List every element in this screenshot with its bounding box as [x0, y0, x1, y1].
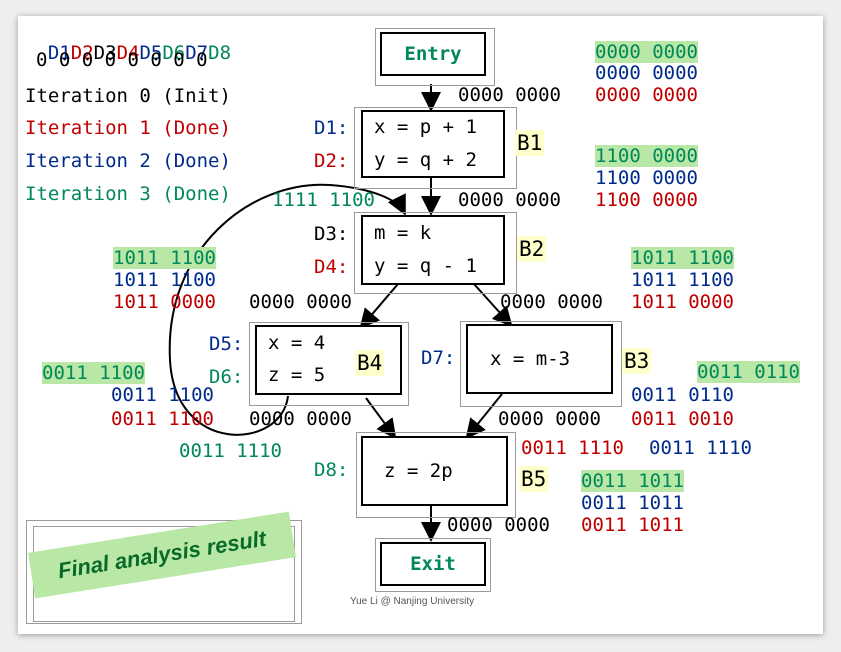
- b3-out-blue: 0011 0110: [631, 384, 734, 406]
- legend-iteration-1: Iteration 1 (Done): [25, 117, 231, 139]
- bit-header: D1D2D3D4D5D6D7D8: [25, 20, 231, 64]
- b1-out-red: 1100 0000: [595, 189, 698, 211]
- b2-out-left-blue: 1011 1100: [113, 269, 216, 291]
- entry-label: Entry: [404, 43, 462, 65]
- b1-label: B1: [515, 130, 545, 156]
- b2-frame: [354, 212, 517, 294]
- b3-line1: x = m-3: [490, 348, 571, 370]
- b1-line2: y = q + 2: [374, 149, 477, 171]
- b5-frame: [356, 432, 516, 518]
- b5-out-blue: 0011 1011: [581, 492, 684, 514]
- bit-zeros: 0 0 0 0 0 0 0 0: [36, 49, 208, 71]
- b2-line1: m = k: [374, 222, 432, 244]
- b4-def-d5: D5:: [209, 333, 244, 355]
- bit-d5: D5: [139, 42, 163, 64]
- b3-out-red: 0011 0010: [631, 408, 734, 430]
- bit-d7: D7: [185, 42, 209, 64]
- b4-label: B4: [355, 350, 385, 376]
- block-b5: [361, 436, 508, 506]
- b5-out-red: 0011 1011: [581, 514, 684, 536]
- b2-def-d3: D3:: [314, 223, 349, 245]
- bit-d2: D2: [70, 42, 94, 64]
- b3-out-black: 0000 0000: [498, 408, 601, 430]
- b4-out-red: 0011 1100: [111, 408, 214, 430]
- legend-iteration-0: Iteration 0 (Init): [25, 85, 231, 107]
- b5-in-red: 0011 1110: [521, 437, 624, 459]
- bit-d4: D4: [116, 42, 140, 64]
- bit-d1: D1: [47, 42, 71, 64]
- entry-node: Entry: [380, 32, 486, 76]
- entry-out-red: 0000 0000: [595, 84, 698, 106]
- b1-out-blue: 1100 0000: [595, 167, 698, 189]
- b5-in-blue: 0011 1110: [649, 437, 752, 459]
- final-label-frame-outer: [26, 520, 302, 624]
- bit-d6: D6: [162, 42, 186, 64]
- b3-frame: [460, 321, 622, 407]
- b2-out-right-red: 1011 0000: [631, 291, 734, 313]
- bit-d8: D8: [208, 42, 232, 64]
- exit-node: Exit: [380, 542, 486, 586]
- block-b1: [361, 110, 505, 178]
- exit-in-black: 0000 0000: [447, 514, 550, 536]
- b4-out-green2: 0011 1110: [179, 440, 282, 462]
- b2-out-left-green: 1011 1100: [113, 247, 216, 269]
- arrow-b2-b4: [359, 283, 399, 330]
- legend-iteration-3: Iteration 3 (Done): [25, 183, 231, 205]
- b2-line2: y = q - 1: [374, 255, 477, 277]
- b4-def-d6: D6:: [209, 366, 244, 388]
- b4-frame: [249, 322, 409, 406]
- b3-def-d7: D7:: [421, 347, 456, 369]
- b3-label: B3: [622, 348, 652, 374]
- b1-out-green: 1100 0000: [595, 145, 698, 167]
- footer-credit: Yue Li @ Nanjing University: [350, 596, 475, 607]
- b2-def-d4: D4:: [314, 256, 349, 278]
- b2-out-right-black: 0000 0000: [500, 291, 603, 313]
- b4-line1: x = 4: [268, 332, 326, 354]
- b2-label: B2: [517, 236, 547, 262]
- b2-out-right-green: 1011 1100: [631, 247, 734, 269]
- entry-frame: [375, 28, 495, 86]
- entry-out-black: 0000 0000: [458, 84, 561, 106]
- arrow-b3-b5: [465, 393, 503, 440]
- b1-def-d1: D1:: [314, 117, 349, 139]
- block-b2: [361, 215, 505, 285]
- b5-def-d8: D8:: [314, 459, 349, 481]
- block-b3: [466, 324, 613, 394]
- b5-label: B5: [519, 466, 549, 492]
- bit-d3: D3: [93, 42, 117, 64]
- b4-out-green: 0011 1100: [42, 362, 145, 384]
- b4-line2: z = 5: [268, 364, 326, 386]
- b2-out-right-blue: 1011 1100: [631, 269, 734, 291]
- b2-in-green: 1111 1100: [272, 189, 375, 211]
- b4-out-blue: 0011 1100: [111, 384, 214, 406]
- exit-label: Exit: [410, 553, 456, 575]
- entry-out-blue: 0000 0000: [595, 62, 698, 84]
- legend-iteration-2: Iteration 2 (Done): [25, 150, 231, 172]
- b1-line1: x = p + 1: [374, 116, 477, 138]
- b5-line1: z = 2p: [384, 460, 453, 482]
- entry-out-green: 0000 0000: [595, 41, 698, 63]
- exit-frame: [375, 538, 491, 592]
- b1-out-black: 0000 0000: [458, 189, 561, 211]
- b2-out-left-red: 1011 0000: [113, 291, 216, 313]
- b1-def-d2: D2:: [314, 150, 349, 172]
- b2-out-left-black: 0000 0000: [249, 291, 352, 313]
- b3-out-green: 0011 0110: [697, 361, 800, 383]
- b4-out-black: 0000 0000: [249, 408, 352, 430]
- b5-out-green: 0011 1011: [581, 470, 684, 492]
- arrow-b2-b3: [473, 283, 513, 327]
- arrow-b4-b5: [365, 397, 397, 440]
